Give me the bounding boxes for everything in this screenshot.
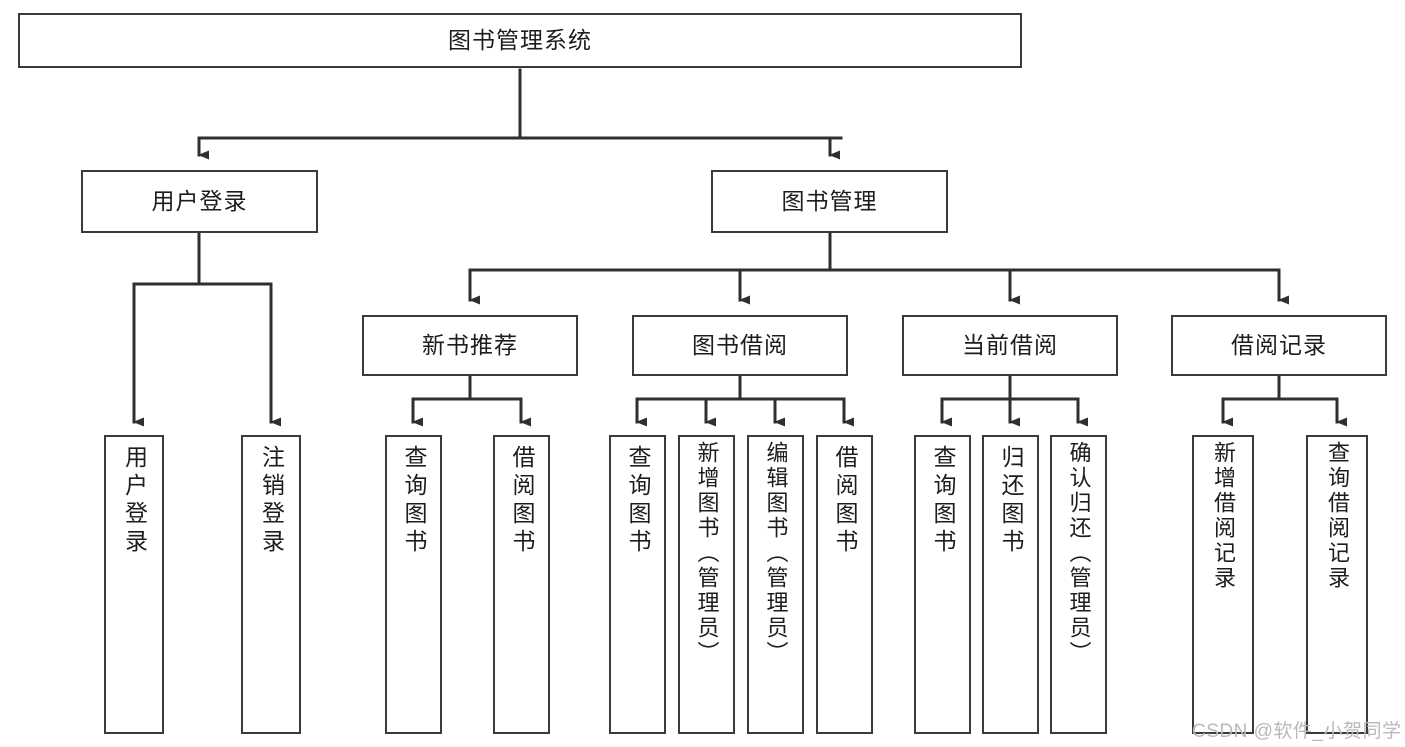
leaf-confirm-return-admin-label: 确认归还（管理员） xyxy=(1066,441,1092,666)
node-root[interactable]: 图书管理系统 xyxy=(18,13,1022,68)
leaf-borrow-book-new[interactable]: 借阅图书 xyxy=(493,435,550,734)
node-borrow-records[interactable]: 借阅记录 xyxy=(1171,315,1387,376)
leaf-logout-label: 注销登录 xyxy=(258,445,285,557)
leaf-logout[interactable]: 注销登录 xyxy=(241,435,301,734)
node-new-book-recommend[interactable]: 新书推荐 xyxy=(362,315,578,376)
node-root-label: 图书管理系统 xyxy=(448,26,592,53)
node-book-management-label: 图书管理 xyxy=(781,187,878,214)
leaf-borrow-book-label: 借阅图书 xyxy=(832,445,858,557)
leaf-add-book-admin-label: 新增图书（管理员） xyxy=(694,441,720,666)
leaf-query-book-new[interactable]: 查询图书 xyxy=(385,435,442,734)
node-user-login-label: 用户登录 xyxy=(151,187,248,214)
node-book-management[interactable]: 图书管理 xyxy=(711,170,948,233)
node-current-borrow-label: 当前借阅 xyxy=(962,331,1058,358)
leaf-query-book-current-label: 查询图书 xyxy=(930,445,956,557)
leaf-query-book-borrow-label: 查询图书 xyxy=(625,445,651,557)
node-current-borrow[interactable]: 当前借阅 xyxy=(902,315,1118,376)
leaf-return-book-label: 归还图书 xyxy=(998,445,1024,557)
node-borrow-records-label: 借阅记录 xyxy=(1231,331,1327,358)
node-book-borrow[interactable]: 图书借阅 xyxy=(632,315,848,376)
node-user-login[interactable]: 用户登录 xyxy=(81,170,318,233)
leaf-add-borrow-record[interactable]: 新增借阅记录 xyxy=(1192,435,1254,734)
leaf-query-book-new-label: 查询图书 xyxy=(401,445,427,557)
leaf-add-borrow-record-label: 新增借阅记录 xyxy=(1211,441,1236,591)
leaf-return-book[interactable]: 归还图书 xyxy=(982,435,1039,734)
node-book-borrow-label: 图书借阅 xyxy=(692,331,788,358)
leaf-borrow-book-new-label: 借阅图书 xyxy=(509,445,535,557)
leaf-edit-book-admin-label: 编辑图书（管理员） xyxy=(763,441,789,666)
leaf-query-borrow-record-label: 查询借阅记录 xyxy=(1325,441,1350,591)
node-new-book-recommend-label: 新书推荐 xyxy=(422,331,518,358)
leaf-query-book-borrow[interactable]: 查询图书 xyxy=(609,435,666,734)
leaf-confirm-return-admin[interactable]: 确认归还（管理员） xyxy=(1050,435,1107,734)
leaf-user-login-label: 用户登录 xyxy=(121,445,148,557)
leaf-add-book-admin[interactable]: 新增图书（管理员） xyxy=(678,435,735,734)
leaf-user-login[interactable]: 用户登录 xyxy=(104,435,164,734)
leaf-borrow-book[interactable]: 借阅图书 xyxy=(816,435,873,734)
csdn-watermark: CSDN @软件_小贺同学 xyxy=(1192,721,1402,742)
leaf-query-book-current[interactable]: 查询图书 xyxy=(914,435,971,734)
leaf-edit-book-admin[interactable]: 编辑图书（管理员） xyxy=(747,435,804,734)
leaf-query-borrow-record[interactable]: 查询借阅记录 xyxy=(1306,435,1368,734)
